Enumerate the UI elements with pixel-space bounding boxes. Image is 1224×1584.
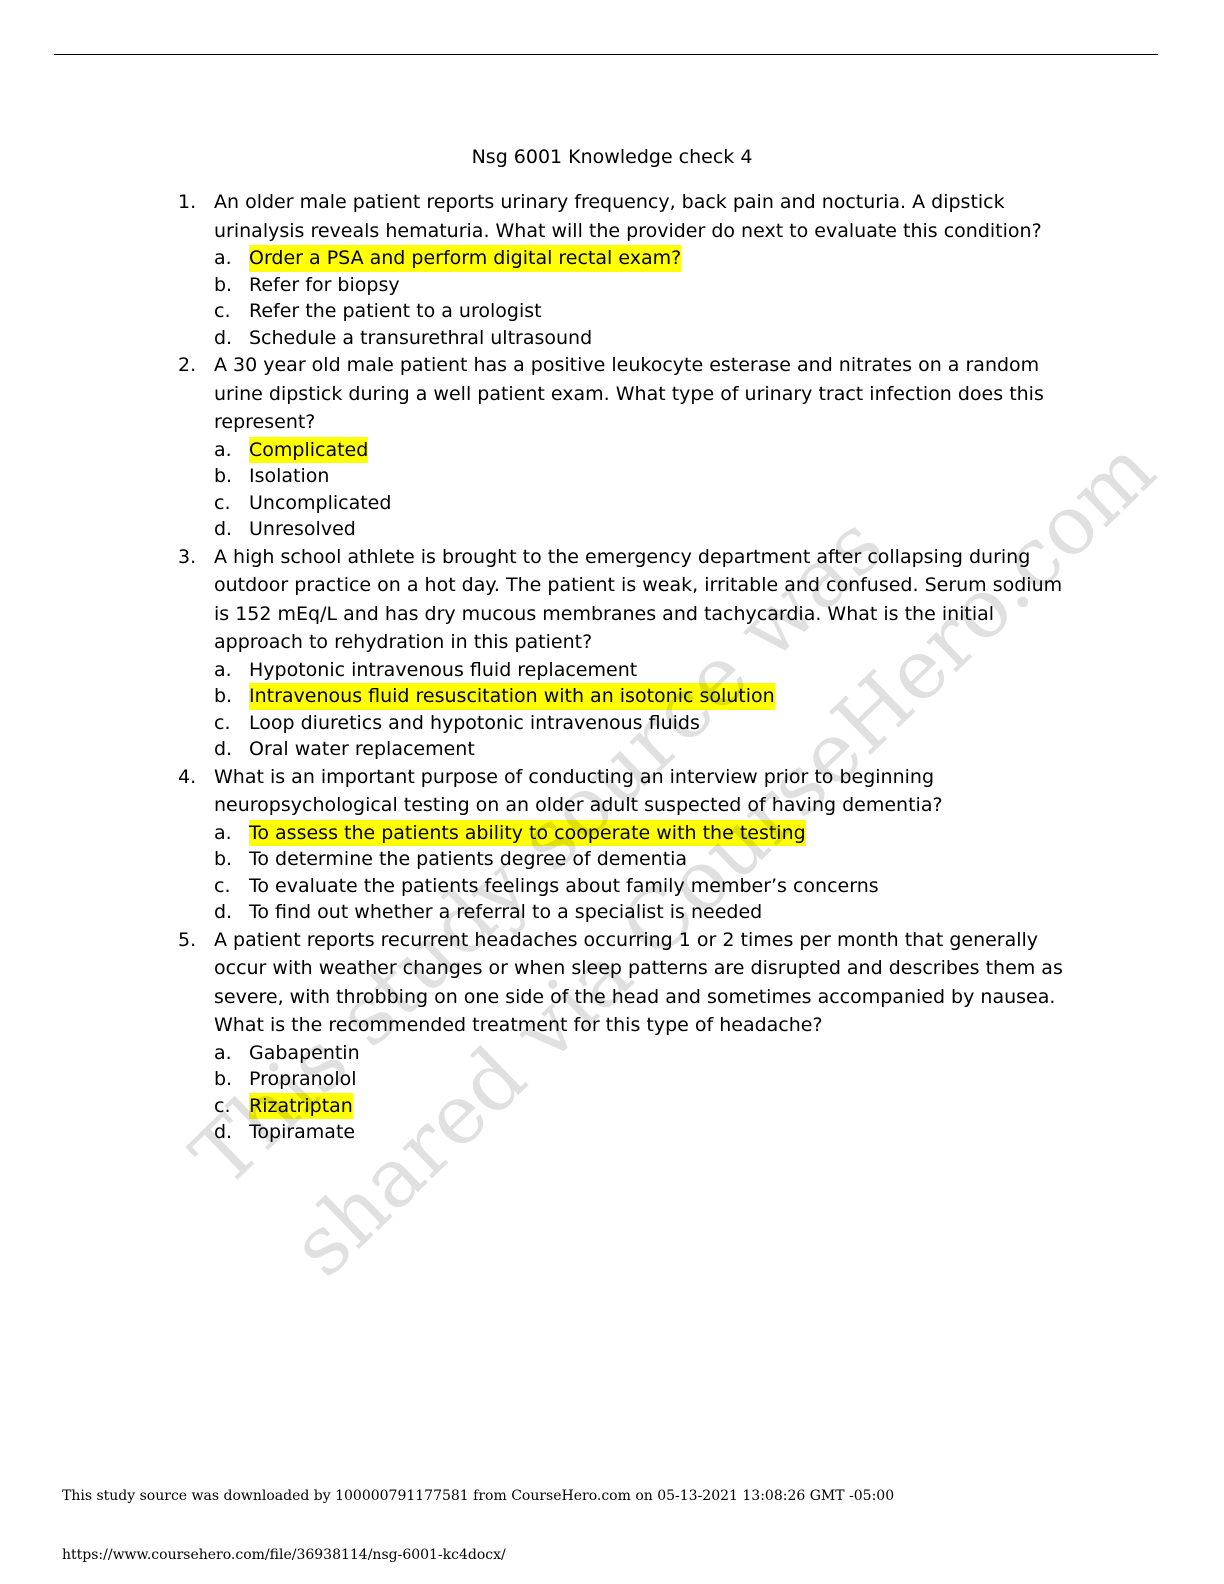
option-letter: c. xyxy=(214,300,231,322)
option-letter: b. xyxy=(214,848,233,870)
question-text: A 30 year old male patient has a positiv… xyxy=(214,354,1044,433)
answer-option: d. Topiramate xyxy=(178,1119,1078,1146)
answer-option: a. Order a PSA and perform digital rectal… xyxy=(178,245,1078,272)
option-letter: c. xyxy=(214,874,231,897)
highlighted-answer-text: Intravenous fluid resuscitation with an … xyxy=(249,683,775,710)
answer-option: d. Unresolved xyxy=(178,516,1078,543)
option-text: Propranolol xyxy=(249,1068,357,1090)
source-url[interactable]: https://www.coursehero.com/file/36938114… xyxy=(62,1547,506,1563)
answer-option: a. Complicated xyxy=(178,436,1078,463)
option-text: Refer for biopsy xyxy=(249,273,400,296)
option-letter: d. xyxy=(214,518,233,540)
answer-option: d. To find out whether a referral to a sp… xyxy=(178,899,1078,926)
answer-option: c. Refer the patient to a urologist xyxy=(178,298,1078,325)
question-number: 5. xyxy=(178,928,197,951)
question-text: A high school athlete is brought to the … xyxy=(214,545,1063,654)
option-letter: c. xyxy=(214,1094,231,1117)
option-text: Topiramate xyxy=(249,1121,356,1143)
option-letter: d. xyxy=(214,1121,233,1143)
highlighted-answer-text: Order a PSA and perform digital rectal e… xyxy=(249,245,682,272)
question-number: 1. xyxy=(178,191,197,213)
option-letter: a. xyxy=(214,247,232,269)
question-number: 4. xyxy=(178,765,197,788)
option-letter: d. xyxy=(214,326,233,349)
option-letter: d. xyxy=(214,901,233,923)
option-text: To evaluate the patients feelings about … xyxy=(249,874,879,897)
download-notice: This study source was downloaded by 1000… xyxy=(62,1488,895,1504)
option-letter: d. xyxy=(214,738,233,760)
option-letter: a. xyxy=(214,438,232,461)
option-text: Loop diuretics and hypotonic intravenous… xyxy=(249,711,700,734)
option-text: Gabapentin xyxy=(249,1041,360,1064)
option-text: Unresolved xyxy=(249,518,356,540)
option-letter: a. xyxy=(214,658,232,681)
answer-option: c. Uncomplicated xyxy=(178,490,1078,517)
answer-option: c. To evaluate the patients feelings abou… xyxy=(178,873,1078,900)
option-letter: b. xyxy=(214,465,233,487)
option-text: Refer the patient to a urologist xyxy=(249,300,542,322)
answer-option: a. Gabapentin xyxy=(178,1040,1078,1067)
answer-option: b. Propranolol xyxy=(178,1066,1078,1093)
question-text: A patient reports recurrent headaches oc… xyxy=(214,928,1063,1037)
question-item: 4. What is an important purpose of conduc… xyxy=(178,763,1078,926)
answer-option: c. Rizatriptan xyxy=(178,1092,1078,1119)
top-horizontal-rule xyxy=(54,54,1158,55)
question-number: 3. xyxy=(178,545,197,568)
option-text: Oral water replacement xyxy=(249,738,475,760)
answer-option: b. Intravenous fluid resuscitation with a… xyxy=(178,683,1078,710)
question-item: 1. An older male patient reports urinary … xyxy=(178,188,1078,351)
option-letter: b. xyxy=(214,273,233,296)
option-text: Hypotonic intravenous fluid replacement xyxy=(249,658,638,681)
option-letter: a. xyxy=(214,821,232,844)
question-item: 5. A patient reports recurrent headaches … xyxy=(178,926,1078,1146)
option-text: To find out whether a referral to a spec… xyxy=(249,901,763,923)
document-title: Nsg 6001 Knowledge check 4 xyxy=(471,146,753,168)
answer-option: a. Hypotonic intravenous fluid replacemen… xyxy=(178,657,1078,684)
question-number: 2. xyxy=(178,354,197,376)
highlighted-answer-text: Complicated xyxy=(249,436,369,463)
answer-option: a. To assess the patients ability to coop… xyxy=(178,819,1078,846)
answer-option: b. Refer for biopsy xyxy=(178,272,1078,299)
option-letter: c. xyxy=(214,491,231,514)
answer-option: b. To determine the patients degree of de… xyxy=(178,846,1078,873)
highlighted-answer-text: Rizatriptan xyxy=(249,1092,353,1119)
answer-option: d. Oral water replacement xyxy=(178,736,1078,763)
option-letter: c. xyxy=(214,711,231,734)
question-item: 2. A 30 year old male patient has a posit… xyxy=(178,351,1078,543)
option-text: Isolation xyxy=(249,465,330,487)
answer-option: c. Loop diuretics and hypotonic intraveno… xyxy=(178,710,1078,737)
question-text: What is an important purpose of conducti… xyxy=(214,765,943,817)
answer-option: d. Schedule a transurethral ultrasound xyxy=(178,325,1078,352)
question-list: 1. An older male patient reports urinary … xyxy=(178,188,1078,1146)
question-text: An older male patient reports urinary fr… xyxy=(214,191,1042,242)
answer-option: b. Isolation xyxy=(178,463,1078,490)
question-item: 3. A high school athlete is brought to th… xyxy=(178,543,1078,763)
option-text: Schedule a transurethral ultrasound xyxy=(249,326,593,349)
option-letter: b. xyxy=(214,1068,233,1090)
option-letter: b. xyxy=(214,685,233,707)
option-letter: a. xyxy=(214,1041,232,1064)
option-text: Uncomplicated xyxy=(249,491,392,514)
highlighted-answer-text: To assess the patients ability to cooper… xyxy=(249,819,806,846)
option-text: To determine the patients degree of deme… xyxy=(249,848,688,870)
